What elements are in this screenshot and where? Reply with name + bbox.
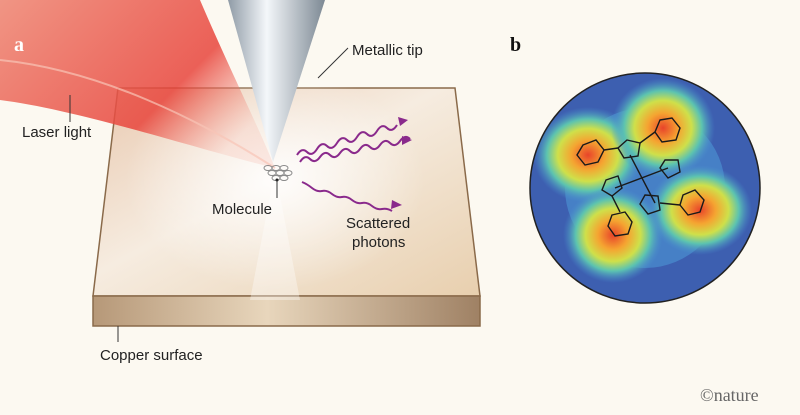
molecule-structure-overlay <box>576 117 705 237</box>
heatmap-image <box>530 73 760 303</box>
label-laser-light: Laser light <box>22 124 92 141</box>
laser-beam <box>0 0 275 168</box>
label-metallic-tip: Metallic tip <box>352 42 423 59</box>
photon-wave-3 <box>301 181 393 212</box>
credit-text: nature <box>713 385 759 405</box>
photon-wave-2 <box>299 135 411 163</box>
panel-label-a: a <box>14 34 24 56</box>
label-photons: photons <box>352 234 406 251</box>
copyright-icon: © <box>700 385 714 405</box>
molecule-icon <box>263 165 293 181</box>
label-copper-surface: Copper surface <box>100 347 203 364</box>
label-molecule: Molecule <box>212 201 273 218</box>
photon-wave-1 <box>296 124 398 156</box>
copper-surface-front <box>92 295 481 327</box>
panel-label-b: b <box>510 34 522 56</box>
metallic-tip <box>228 0 325 162</box>
label-scattered: Scattered <box>346 215 411 232</box>
nature-credit: ©nature <box>700 386 759 404</box>
